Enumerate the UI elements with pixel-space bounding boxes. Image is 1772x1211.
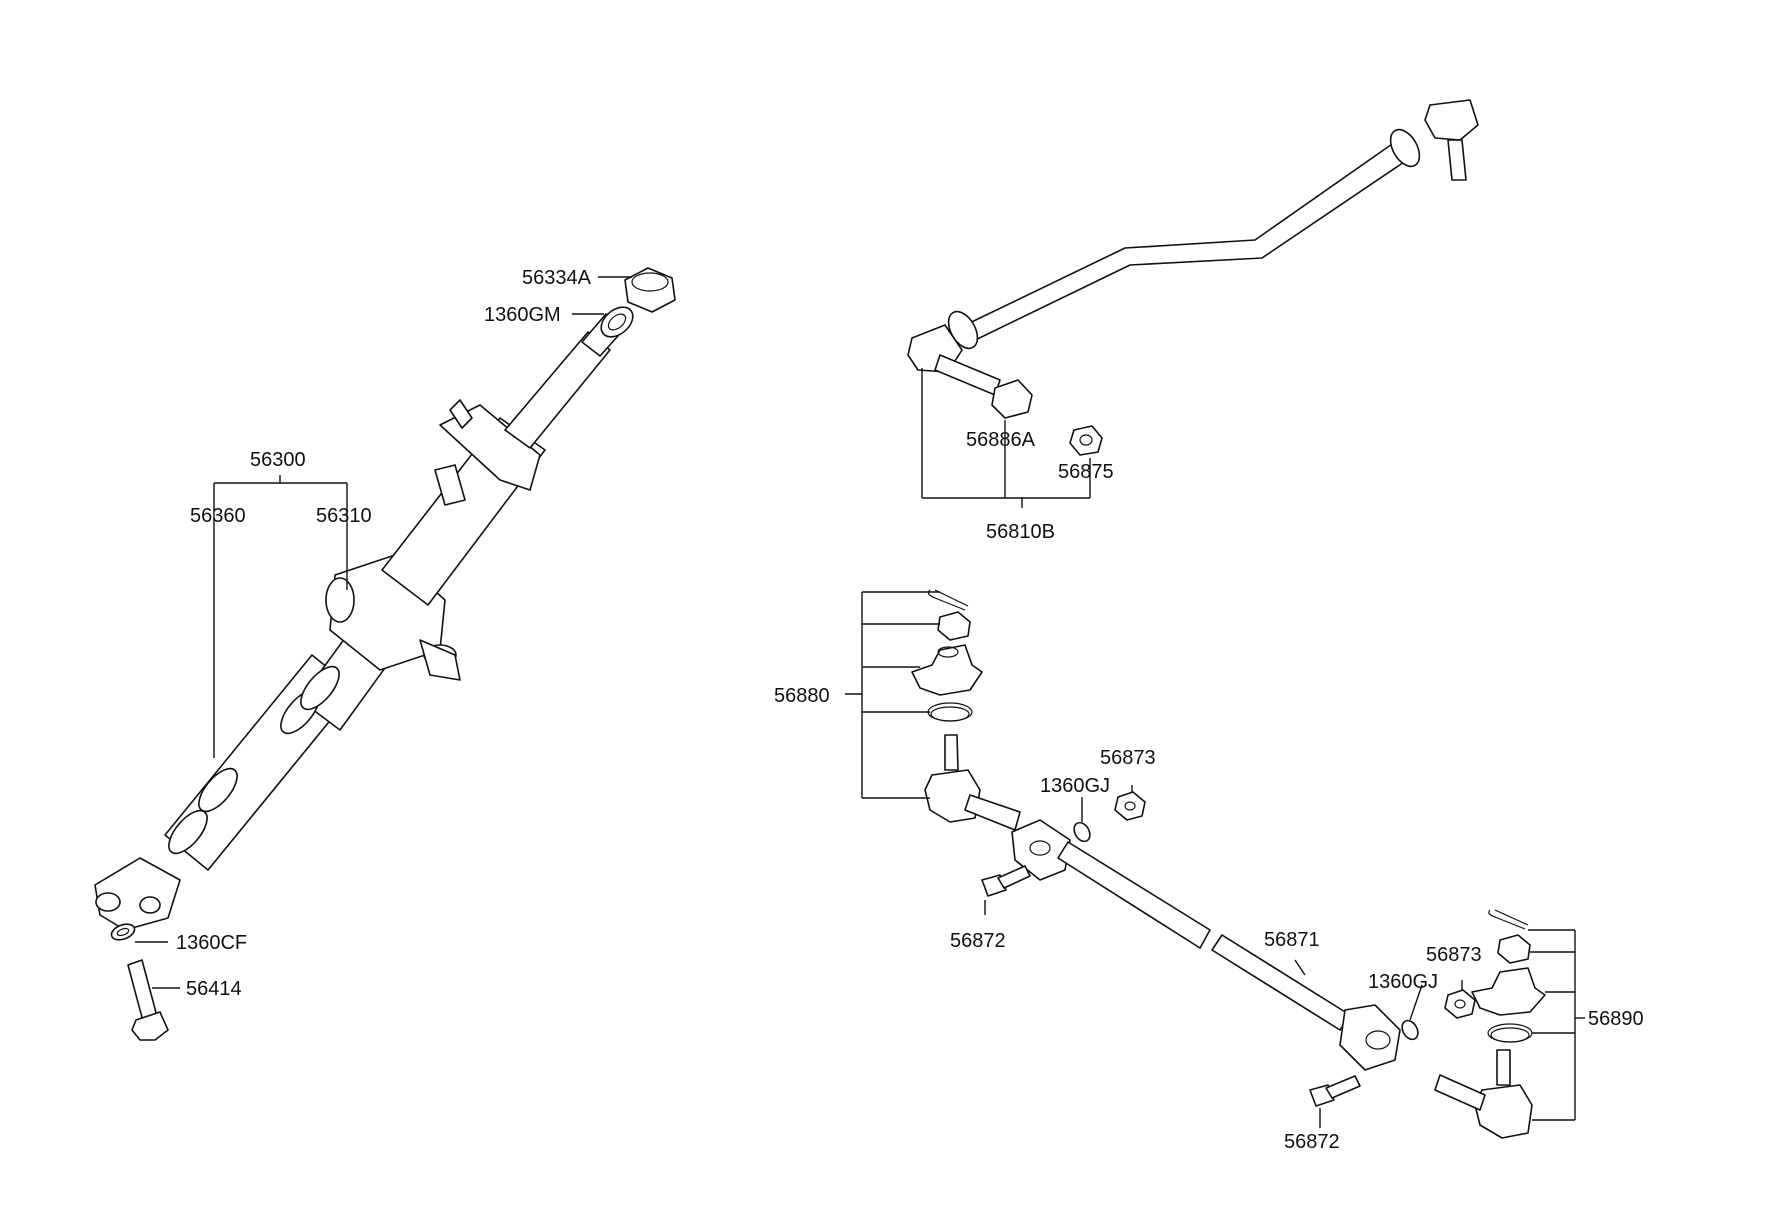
label-56871[interactable]: 56871 xyxy=(1264,929,1320,951)
label-1360GM[interactable]: 1360GM xyxy=(484,304,561,326)
label-56890[interactable]: 56890 xyxy=(1588,1008,1644,1030)
label-56886A[interactable]: 56886A xyxy=(966,429,1036,451)
label-56880[interactable]: 56880 xyxy=(774,685,830,707)
leader-lines-left xyxy=(135,276,632,989)
label-56300[interactable]: 56300 xyxy=(250,449,306,471)
label-56334A[interactable]: 56334A xyxy=(522,267,592,289)
label-56873-left[interactable]: 56873 xyxy=(1100,747,1156,769)
leader-lines-bottom-right xyxy=(845,591,1585,1128)
label-56810B[interactable]: 56810B xyxy=(986,521,1055,543)
label-56875[interactable]: 56875 xyxy=(1058,461,1114,483)
label-56414[interactable]: 56414 xyxy=(186,978,242,1000)
label-1360CF[interactable]: 1360CF xyxy=(176,932,247,954)
label-56872-right[interactable]: 56872 xyxy=(1284,1131,1340,1153)
label-56873-right[interactable]: 56873 xyxy=(1426,944,1482,966)
label-1360GJ-right[interactable]: 1360GJ xyxy=(1368,971,1438,993)
label-1360GJ-left[interactable]: 1360GJ xyxy=(1040,775,1110,797)
label-56360[interactable]: 56360 xyxy=(190,505,246,527)
leader-lines-top-right xyxy=(921,368,1091,508)
callout-labels: 56334A 1360GM 56300 56360 56310 1360CF 5… xyxy=(176,267,1644,1153)
drag-link-assembly xyxy=(907,99,1479,456)
tie-rod-assembly xyxy=(911,589,1546,1139)
label-56872-left[interactable]: 56872 xyxy=(950,930,1006,952)
steering-shaft-assembly xyxy=(94,267,676,1041)
label-56310[interactable]: 56310 xyxy=(316,505,372,527)
